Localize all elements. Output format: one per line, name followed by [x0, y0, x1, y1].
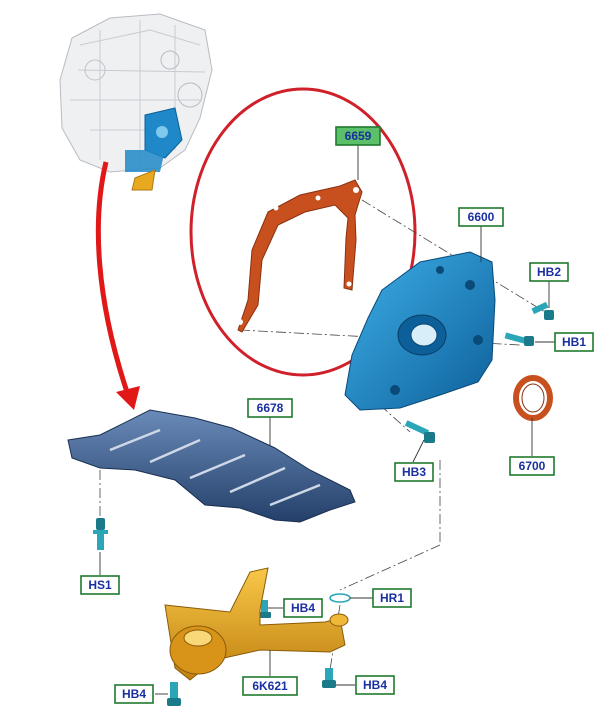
bolt-hs1-icon [93, 518, 108, 550]
svg-text:6600: 6600 [468, 210, 495, 224]
svg-text:HB4: HB4 [363, 678, 387, 692]
callout-hb4-lower-right: HB4 [355, 675, 395, 695]
red-arrow-icon [95, 161, 140, 410]
svg-text:HB1: HB1 [562, 335, 586, 349]
svg-text:HB4: HB4 [291, 601, 315, 615]
callout-hb2: HB2 [529, 262, 569, 282]
callout-6678: 6678 [247, 398, 293, 418]
engine-overview-thumbnail [59, 13, 213, 191]
callout-hs1: HS1 [80, 575, 120, 595]
svg-text:6659: 6659 [345, 129, 372, 143]
baffle-part-6678 [67, 409, 356, 523]
bolt-hb4-lower-right-icon [322, 668, 336, 688]
svg-text:6K621: 6K621 [252, 679, 288, 693]
oil-pump-part-6600 [344, 251, 496, 411]
svg-text:6678: 6678 [257, 401, 284, 415]
svg-text:HS1: HS1 [88, 578, 112, 592]
callout-6659: 6659 [335, 126, 381, 146]
callout-6K621: 6K621 [242, 676, 298, 696]
leader-lines [99, 145, 555, 695]
oil-pickup-part-6K621 [164, 567, 349, 681]
callout-6600: 6600 [458, 207, 504, 227]
callout-hb1: HB1 [554, 332, 594, 352]
bolt-hb2-icon [531, 301, 554, 320]
gasket-part-6659 [237, 179, 363, 333]
callout-hb3: HB3 [394, 462, 434, 482]
callout-6700: 6700 [509, 456, 555, 476]
svg-text:HB3: HB3 [402, 465, 426, 479]
bolt-hb4-lower-left-icon [167, 682, 181, 706]
bolt-hb4-upper-icon [258, 600, 271, 618]
bolt-hb3-icon [404, 420, 435, 443]
svg-text:HB2: HB2 [537, 265, 561, 279]
callout-hb4-lower-left: HB4 [114, 684, 154, 704]
seal-part-6700 [513, 375, 553, 421]
svg-text:HB4: HB4 [122, 687, 146, 701]
svg-text:HR1: HR1 [380, 591, 404, 605]
bolt-hb1-icon [504, 332, 534, 346]
o-ring-hr1-icon [329, 593, 351, 603]
callout-hr1: HR1 [372, 588, 412, 608]
svg-text:6700: 6700 [519, 459, 546, 473]
callout-hb4-upper: HB4 [283, 598, 323, 618]
